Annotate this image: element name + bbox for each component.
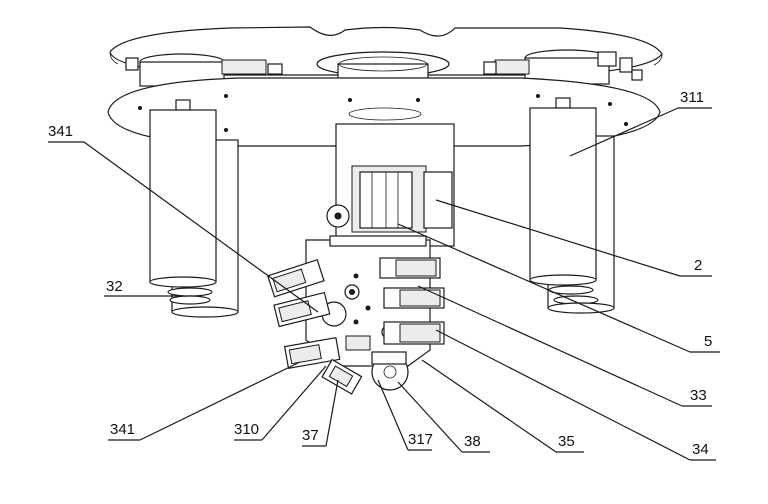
- callout-317: 317: [408, 431, 433, 448]
- callout-37: 37: [302, 427, 319, 444]
- callout-32: 32: [106, 278, 123, 295]
- right-grippers: [379, 257, 445, 345]
- callout-341-bottom: 341: [110, 421, 135, 438]
- callout-2: 2: [694, 257, 702, 274]
- callout-310: 310: [234, 421, 259, 438]
- left-grippers: [267, 259, 341, 370]
- callout-35: 35: [558, 433, 575, 450]
- central-housing: [326, 123, 455, 247]
- callout-labels: 341 311 32 2 5 33 341 310 37 317 38 35 3…: [48, 89, 712, 458]
- callout-341-top: 341: [48, 123, 73, 140]
- bottom-parts: [321, 351, 409, 395]
- callout-33: 33: [690, 387, 707, 404]
- callout-38: 38: [464, 433, 481, 450]
- left-cylinder: [149, 109, 239, 318]
- leader-lines: [48, 107, 720, 461]
- right-cylinder: [529, 107, 615, 314]
- callout-34: 34: [692, 441, 709, 458]
- callout-311: 311: [680, 89, 704, 106]
- callout-5: 5: [704, 333, 712, 350]
